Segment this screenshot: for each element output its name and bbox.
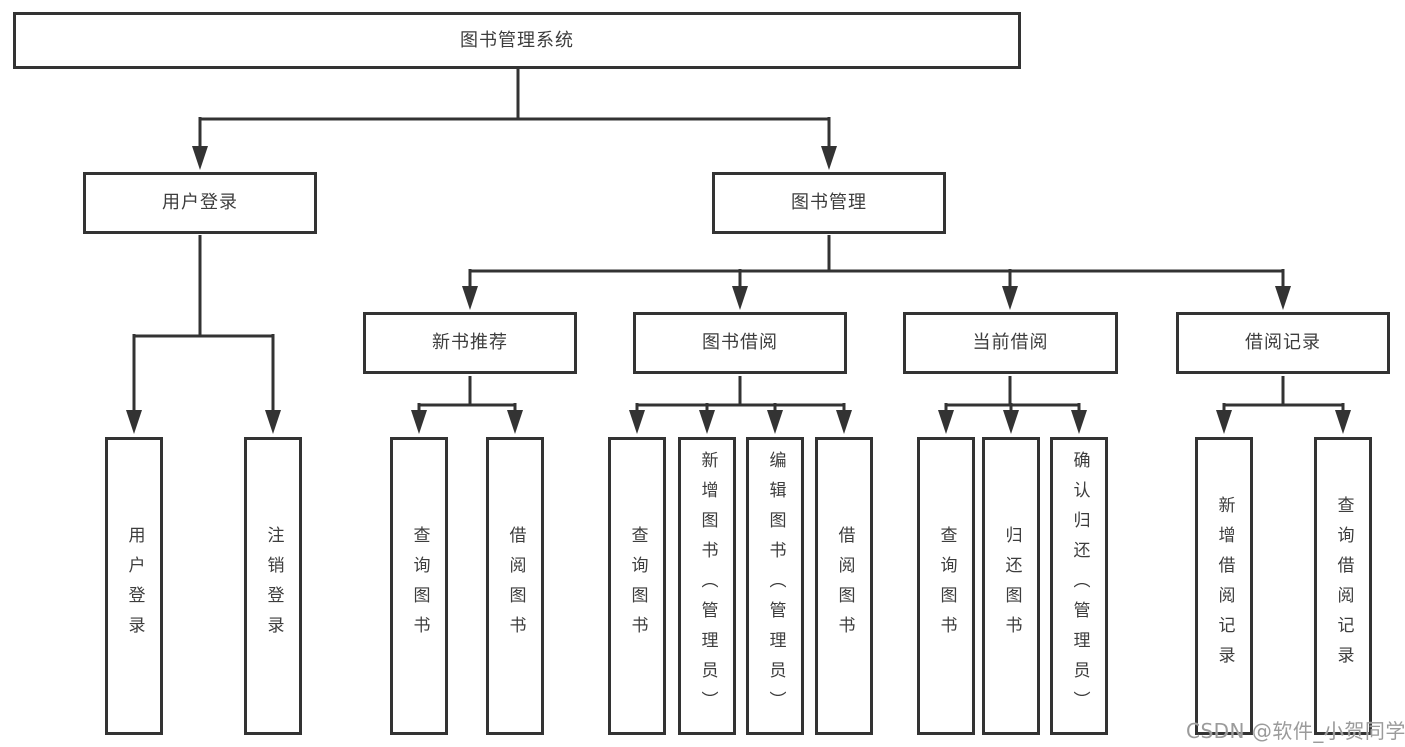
node-book-management: 图书管理 (712, 172, 946, 234)
node-book-borrowing: 图书借阅 (633, 312, 847, 374)
leaf-add-books-admin: 新增图书（管理员） (678, 437, 736, 735)
arrow-down-icon (699, 410, 715, 434)
arrow-down-icon (265, 410, 281, 434)
node-label: 编辑图书（管理员） (765, 451, 786, 721)
connector-new-book-recommendation-to-leaves (417, 376, 517, 417)
leaf-return-books: 归还图书 (982, 437, 1040, 735)
node-label: 归还图书 (1001, 526, 1022, 646)
node-new-book-recommendation: 新书推荐 (363, 312, 577, 374)
node-label: 用户登录 (162, 192, 238, 213)
arrow-down-icon (836, 410, 852, 434)
arrow-down-icon (1335, 410, 1351, 434)
arrow-down-icon (126, 410, 142, 434)
connector-book-management-to-level3 (468, 235, 1285, 292)
arrow-down-icon (1275, 286, 1291, 310)
arrow-down-icon (1071, 410, 1087, 434)
node-label: 查询图书 (627, 526, 648, 646)
leaf-query-books-borrowing: 查询图书 (608, 437, 666, 735)
arrow-down-icon (462, 286, 478, 310)
node-label: 用户登录 (124, 526, 145, 646)
connector-book-borrowing-to-leaves (635, 376, 846, 417)
arrow-down-icon (507, 410, 523, 434)
connector-root-to-level2 (198, 69, 831, 152)
arrow-down-icon (1003, 410, 1019, 434)
node-label: 注销登录 (263, 526, 284, 646)
arrow-down-icon (411, 410, 427, 434)
leaf-borrow-books-recommend: 借阅图书 (486, 437, 544, 735)
node-label: 查询图书 (409, 526, 430, 646)
node-label: 借阅图书 (505, 526, 526, 646)
node-label: 图书借阅 (702, 332, 778, 353)
node-label: 借阅记录 (1245, 332, 1321, 353)
leaf-query-books-recommend: 查询图书 (390, 437, 448, 735)
leaf-add-borrowing-record: 新增借阅记录 (1195, 437, 1253, 735)
arrow-down-icon (767, 410, 783, 434)
arrow-down-icon (1216, 410, 1232, 434)
node-label: 新书推荐 (432, 332, 508, 353)
node-label: 图书管理系统 (460, 29, 574, 51)
node-label: 查询图书 (936, 526, 957, 646)
leaf-user-login: 用户登录 (105, 437, 163, 735)
arrow-down-icon (821, 146, 837, 170)
node-label: 图书管理 (791, 192, 867, 213)
leaf-edit-books-admin: 编辑图书（管理员） (746, 437, 804, 735)
leaf-query-books-current: 查询图书 (917, 437, 975, 735)
node-label: 借阅图书 (834, 526, 855, 646)
arrow-down-icon (192, 146, 208, 170)
leaf-confirm-return-admin: 确认归还（管理员） (1050, 437, 1108, 735)
leaf-borrow-books: 借阅图书 (815, 437, 873, 735)
node-current-borrowing: 当前借阅 (903, 312, 1118, 374)
node-borrowing-records: 借阅记录 (1176, 312, 1390, 374)
node-label: 确认归还（管理员） (1069, 451, 1090, 721)
connector-borrowing-records-to-leaves (1222, 376, 1345, 417)
node-label: 新增借阅记录 (1214, 496, 1235, 676)
leaf-logout: 注销登录 (244, 437, 302, 735)
node-library-management-system: 图书管理系统 (13, 12, 1021, 69)
arrow-down-icon (732, 286, 748, 310)
arrow-down-icon (938, 410, 954, 434)
leaf-query-borrowing-record: 查询借阅记录 (1314, 437, 1372, 735)
connector-user-login-to-leaves (132, 235, 275, 417)
csdn-watermark: CSDN @软件_小贺同学 (1186, 719, 1405, 743)
node-label: 新增图书（管理员） (697, 451, 718, 721)
node-user-login: 用户登录 (83, 172, 317, 234)
node-label: 查询借阅记录 (1333, 496, 1354, 676)
node-label: 当前借阅 (972, 332, 1049, 353)
arrow-down-icon (1002, 286, 1018, 310)
arrow-down-icon (629, 410, 645, 434)
